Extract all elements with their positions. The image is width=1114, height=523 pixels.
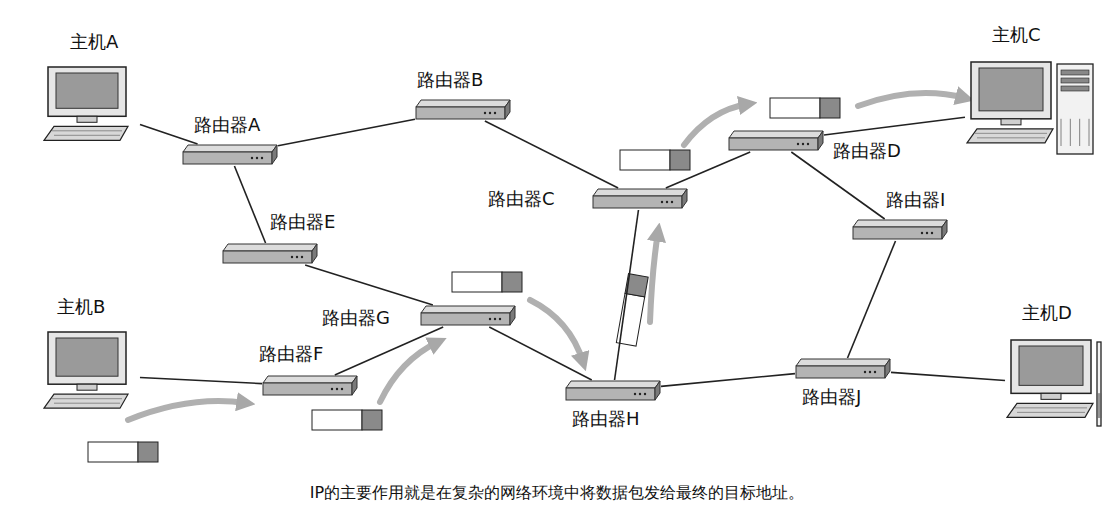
host-computer: 主机B — [40, 330, 140, 420]
network-link — [140, 124, 198, 144]
host-label: 主机A — [68, 31, 120, 53]
network-link — [666, 152, 750, 188]
router-label: 路由器I — [884, 189, 947, 211]
router-label: 路由器B — [415, 69, 485, 91]
router-device: 路由器C — [592, 188, 688, 210]
network-link — [234, 166, 265, 243]
router-device: 路由器A — [182, 144, 278, 166]
router-device: 路由器J — [795, 358, 891, 380]
host-label: 主机C — [990, 24, 1043, 46]
flow-arrows — [128, 93, 965, 420]
router-device: 路由器H — [565, 380, 661, 402]
network-link — [140, 378, 262, 384]
router-icon — [592, 188, 688, 210]
router-label: 路由器G — [320, 307, 392, 329]
computer-icon — [965, 60, 1095, 158]
router-device: 路由器D — [728, 130, 824, 152]
network-link — [489, 327, 591, 380]
packets — [88, 98, 840, 462]
router-label: 路由器D — [831, 140, 903, 162]
router-icon — [565, 380, 661, 402]
network-link — [661, 374, 795, 387]
router-device: 路由器G — [420, 305, 516, 327]
figure-caption: IP的主要作用就是在复杂的网络环境中将数据包发给最终的目标地址。 — [0, 482, 1114, 504]
network-link — [335, 327, 443, 375]
router-icon — [182, 144, 278, 166]
host-computer: 主机C — [965, 60, 1095, 158]
router-icon — [852, 219, 948, 241]
router-icon — [262, 375, 358, 397]
network-link — [615, 210, 639, 380]
host-computer: 主机A — [40, 65, 140, 150]
router-icon — [222, 243, 318, 265]
router-label: 路由器C — [486, 188, 557, 210]
network-link — [891, 372, 1005, 380]
host-label: 主机B — [55, 296, 107, 318]
network-link — [824, 117, 965, 135]
network-link — [305, 265, 433, 305]
host-label: 主机D — [1020, 302, 1074, 324]
computer-icon — [40, 65, 140, 150]
router-label: 路由器E — [268, 211, 337, 233]
computer-icon — [40, 330, 140, 420]
router-icon — [795, 358, 891, 380]
network-link — [848, 241, 896, 358]
network-link — [791, 152, 884, 219]
router-icon — [420, 305, 516, 327]
router-device: 路由器E — [222, 243, 318, 265]
host-computer: 主机D — [1005, 338, 1103, 430]
computer-icon — [1005, 338, 1103, 430]
router-icon — [415, 99, 511, 121]
router-label: 路由器A — [192, 114, 262, 136]
router-icon — [728, 130, 824, 152]
network-link — [278, 119, 415, 145]
router-device: 路由器I — [852, 219, 948, 241]
router-label: 路由器H — [570, 408, 642, 430]
router-label: 路由器J — [800, 386, 863, 408]
router-device: 路由器B — [415, 99, 511, 121]
router-label: 路由器F — [257, 343, 325, 365]
network-link — [485, 121, 618, 188]
router-device: 路由器F — [262, 375, 358, 397]
